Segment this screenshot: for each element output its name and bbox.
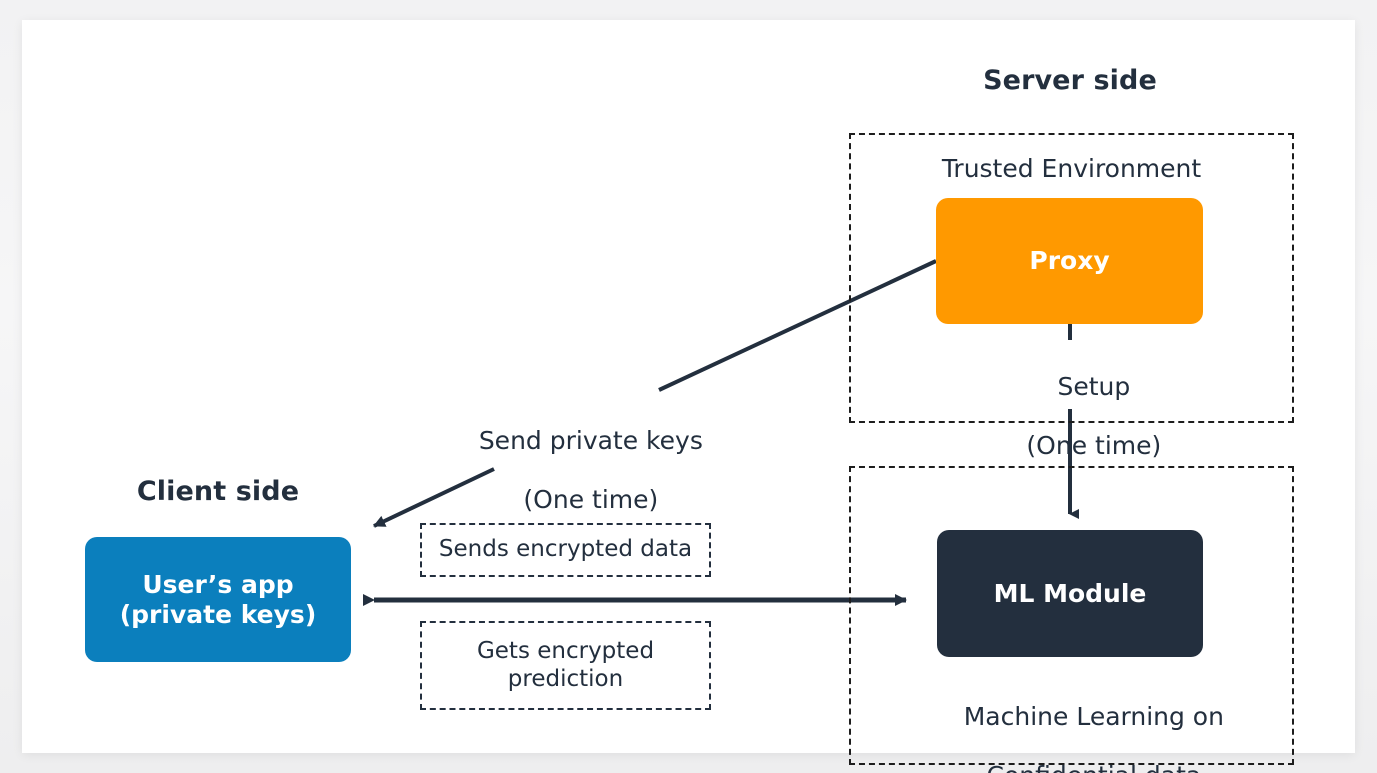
proxy-node-label: Proxy (1029, 246, 1110, 276)
flow-label-gets-encrypted-prediction: Gets encrypted prediction (420, 621, 711, 710)
ml-zone (849, 466, 1294, 765)
ml-confidential-caption-line2: Confidential data (986, 761, 1201, 773)
user-app-node[interactable]: User’s app (private keys) (85, 537, 351, 662)
flow-label-gets-encrypted-prediction-line2: prediction (507, 665, 624, 692)
trusted-environment-label: Trusted Environment (941, 154, 1202, 183)
proxy-node[interactable]: Proxy (936, 198, 1203, 324)
setup-caption-line1: Setup (1057, 371, 1131, 401)
client-side-heading: Client side (136, 476, 300, 507)
trusted-environment-zone (849, 133, 1294, 423)
flow-label-gets-encrypted-prediction-text: Gets encrypted prediction (477, 638, 654, 693)
server-side-heading: Server side (983, 65, 1157, 96)
ml-confidential-caption: Machine Learning on Confidential data (870, 672, 1270, 773)
slide-surface: Server side Client side Trusted Environm… (22, 20, 1355, 773)
user-app-node-label: User’s app (private keys) (120, 570, 317, 629)
send-private-keys-caption-line1: Send private keys (478, 425, 703, 455)
ml-confidential-caption-line1: Machine Learning on (963, 701, 1224, 731)
user-app-node-label-line2: (private keys) (119, 599, 317, 629)
ml-module-node-label: ML Module (993, 578, 1147, 608)
send-private-keys-caption: Send private keys (One time) (417, 396, 717, 544)
ml-module-node[interactable]: ML Module (937, 530, 1203, 657)
setup-caption-line2: (One time) (1026, 430, 1162, 460)
flow-label-gets-encrypted-prediction-line1: Gets encrypted (476, 637, 655, 664)
flow-label-sends-encrypted-data-text: Sends encrypted data (438, 536, 693, 563)
send-private-keys-caption-line2: (One time) (523, 484, 659, 514)
flow-label-sends-encrypted-data: Sends encrypted data (420, 523, 711, 577)
user-app-node-label-line1: User’s app (142, 570, 294, 599)
setup-caption: Setup (One time) (920, 342, 1220, 490)
